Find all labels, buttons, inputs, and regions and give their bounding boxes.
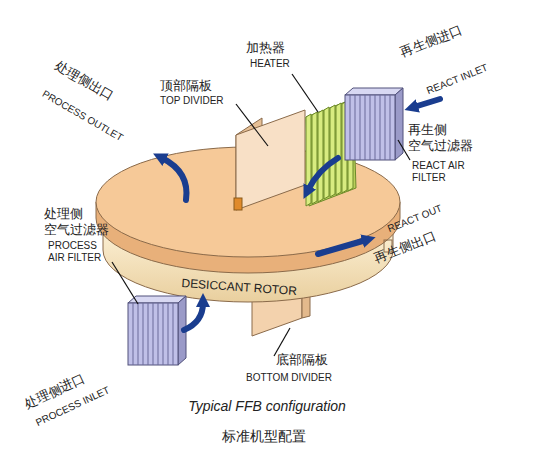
part-name-zh: 再生侧 空气过滤器 bbox=[408, 122, 488, 153]
react-filter-top bbox=[345, 88, 403, 95]
top-divider bbox=[236, 110, 305, 210]
part-name-zh: 底部隔板 bbox=[276, 352, 328, 368]
leader-line bbox=[274, 328, 290, 356]
inlet-label-en: REACT INLET bbox=[425, 62, 490, 97]
rotor-shaft bbox=[234, 198, 242, 210]
part-name-en: BOTTOM DIVIDER bbox=[246, 372, 332, 384]
process-outlet-arrow bbox=[162, 158, 187, 200]
part-name-zh: 顶部隔板 bbox=[160, 78, 212, 94]
part-name-en: TOP DIVIDER bbox=[160, 95, 224, 107]
part-name-en: PROCESS AIR FILTER bbox=[48, 240, 108, 264]
process-inlet-arrow bbox=[184, 303, 203, 330]
leader-line bbox=[112, 262, 138, 304]
caption-zh: 标准机型配置 bbox=[222, 428, 306, 445]
leader-line bbox=[236, 104, 268, 146]
part-name-en: REACT AIR FILTER bbox=[412, 160, 474, 184]
inlet-label-zh: 再生侧进口 bbox=[398, 22, 464, 61]
part-name-zh: 加热器 bbox=[246, 40, 285, 56]
process-filter-pleats bbox=[133, 303, 173, 365]
process-air-filter bbox=[128, 303, 178, 365]
react-out-arrow bbox=[318, 240, 366, 254]
react-filter-pleats bbox=[350, 95, 390, 160]
react-air-filter bbox=[345, 95, 395, 160]
react-filter-side bbox=[395, 88, 403, 160]
heater-fin bbox=[318, 110, 323, 202]
heater-fin bbox=[312, 112, 317, 204]
part-name-zh: 处理侧 空气过滤器 bbox=[44, 206, 124, 237]
heater-fin bbox=[330, 105, 335, 197]
heater-flow-arrow bbox=[308, 158, 338, 190]
heater-fin bbox=[336, 103, 341, 195]
part-name-en: HEATER bbox=[250, 58, 290, 70]
heater-fin bbox=[324, 107, 329, 199]
react-inlet-arrow bbox=[414, 99, 440, 107]
leader-line bbox=[292, 74, 318, 112]
figure-caption: Typical FFB configuration bbox=[0, 398, 534, 415]
